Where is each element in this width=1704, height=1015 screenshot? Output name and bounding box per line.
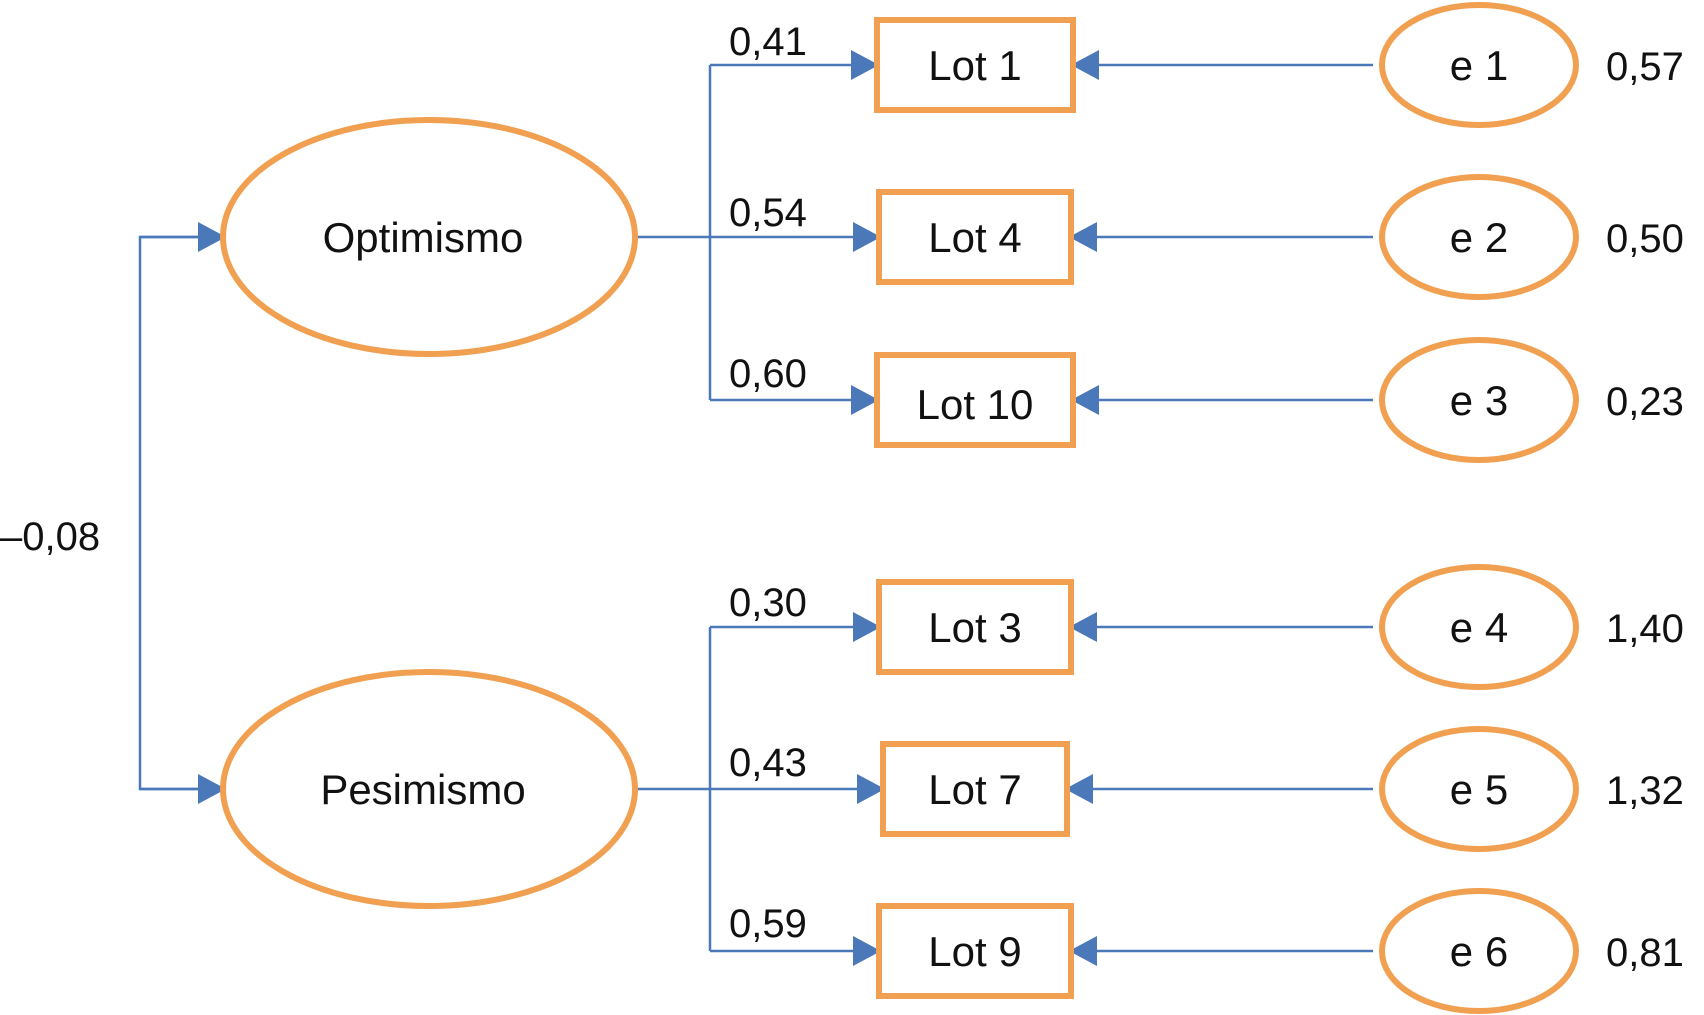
factor-pesimismo-ellipse xyxy=(220,669,638,909)
error-variance-e-5: 1,32 xyxy=(1606,769,1684,813)
factor-optimismo-label: Optimismo xyxy=(323,214,524,261)
loading-value-lot-10: 0,60 xyxy=(729,352,807,396)
error-e-1-label: e 1 xyxy=(1450,42,1508,89)
indicator-lot-7-box xyxy=(880,741,1070,837)
error-e-2-ellipse xyxy=(1379,174,1579,300)
indicator-lot-3-label: Lot 3 xyxy=(928,604,1021,651)
indicator-boxes xyxy=(874,17,1076,999)
error-variance-e-3: 0,23 xyxy=(1606,380,1684,424)
pesimismo-trunk xyxy=(633,627,712,951)
loading-value-lot-9: 0,59 xyxy=(729,902,807,946)
optimismo-trunk xyxy=(633,65,712,400)
loading-value-lot-1: 0,41 xyxy=(729,20,807,64)
correlation-line xyxy=(138,235,225,791)
error-terms xyxy=(1379,2,1579,1014)
error-e-4-label: e 4 xyxy=(1450,604,1508,651)
error-e-3-ellipse xyxy=(1379,337,1579,463)
factor-optimismo-ellipse xyxy=(220,117,638,357)
indicator-lot-1-box xyxy=(874,17,1076,113)
error-e-3-label: e 3 xyxy=(1450,377,1508,424)
loading-value-lot-4: 0,54 xyxy=(729,191,807,235)
error-variance-e-1: 0,57 xyxy=(1606,45,1684,89)
error-e-5-ellipse xyxy=(1379,726,1579,852)
indicator-lot-7-label: Lot 7 xyxy=(928,766,1021,813)
indicator-lot-10-box xyxy=(874,352,1076,448)
indicator-lot-10-label: Lot 10 xyxy=(917,381,1034,428)
edges xyxy=(138,50,1373,966)
error-e-2-label: e 2 xyxy=(1450,214,1508,261)
factor-pesimismo-label: Pesimismo xyxy=(320,766,525,813)
error-e-1-ellipse xyxy=(1379,2,1579,128)
error-e-4-ellipse xyxy=(1379,564,1579,690)
latent-factors xyxy=(220,117,638,909)
indicator-lot-4-box xyxy=(876,189,1074,285)
error-variance-e-2: 0,50 xyxy=(1606,217,1684,261)
indicator-lot-1-label: Lot 1 xyxy=(928,42,1021,89)
indicator-lot-3-box xyxy=(876,579,1074,675)
indicator-lot-9-box xyxy=(876,903,1074,999)
error-variance-e-6: 0,81 xyxy=(1606,931,1684,975)
error-variance-e-4: 1,40 xyxy=(1606,607,1684,651)
loading-value-lot-7: 0,43 xyxy=(729,741,807,785)
indicator-lot-9-label: Lot 9 xyxy=(928,928,1021,975)
error-e-6-ellipse xyxy=(1379,888,1579,1014)
correlation-value: –0,08 xyxy=(0,515,100,559)
error-e-6-label: e 6 xyxy=(1450,928,1508,975)
loading-value-lot-3: 0,30 xyxy=(729,581,807,625)
indicator-lot-4-label: Lot 4 xyxy=(928,214,1021,261)
error-e-5-label: e 5 xyxy=(1450,766,1508,813)
